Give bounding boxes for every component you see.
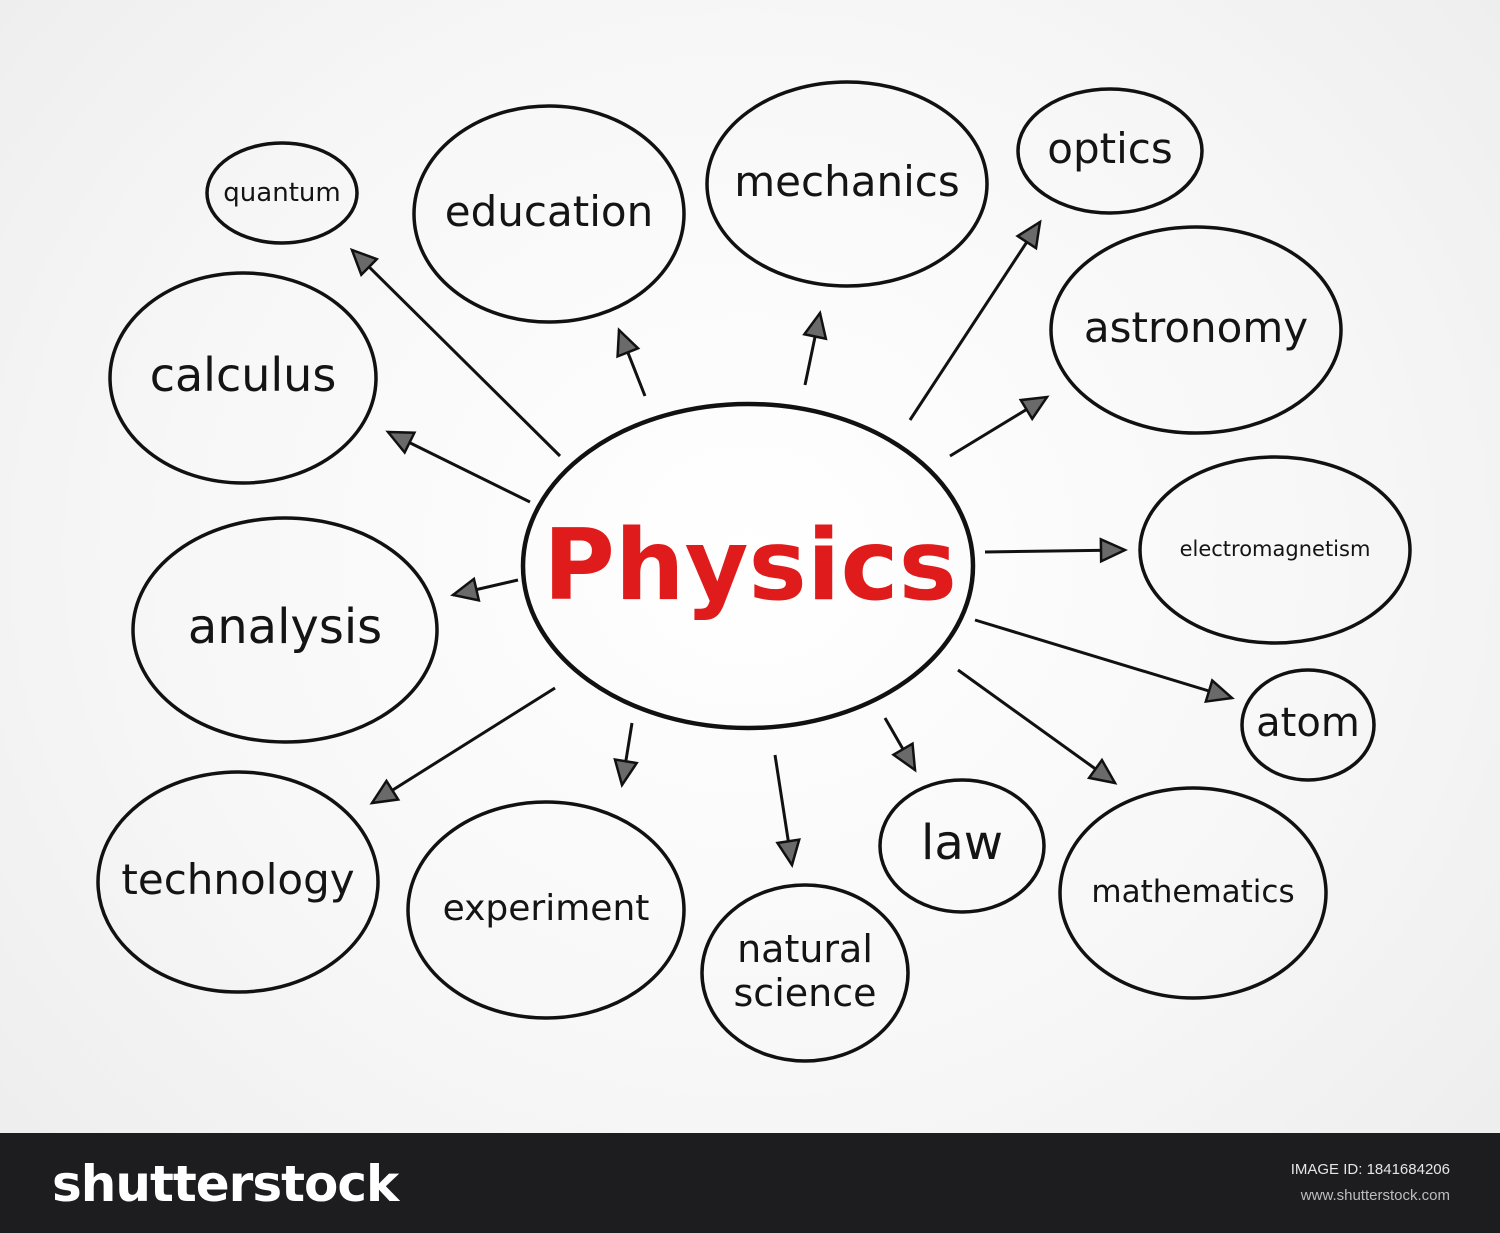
node-ellipse-education xyxy=(412,104,686,324)
node-label-calculus: calculus xyxy=(150,348,337,402)
node-ellipse-analysis xyxy=(131,516,439,744)
node-law: law xyxy=(878,778,1046,914)
node-ellipse-natural-science xyxy=(700,883,910,1063)
node-optics: optics xyxy=(1016,87,1204,215)
node-analysis: analysis xyxy=(131,516,439,744)
node-education: education xyxy=(412,104,686,324)
node-ellipse-mechanics xyxy=(705,80,989,288)
node-label-atom: atom xyxy=(1256,700,1360,746)
node-label-mathematics: mathematics xyxy=(1091,874,1294,910)
arrow-line-optics xyxy=(908,221,1042,421)
node-ellipse-optics xyxy=(1016,87,1204,215)
arrow-head-calculus xyxy=(385,430,417,455)
image-id-value: 1841684206 xyxy=(1366,1161,1450,1178)
arrow-head-education xyxy=(616,327,641,359)
node-mathematics: mathematics xyxy=(1058,786,1328,1000)
arrow-head-optics xyxy=(1015,219,1042,251)
node-ellipse-quantum xyxy=(205,141,359,245)
arrow-head-mechanics xyxy=(802,310,828,341)
node-ellipse-law xyxy=(878,778,1046,914)
arrow-head-experiment xyxy=(613,758,639,788)
brand-logo: shutterstock xyxy=(52,1155,399,1213)
central-topic-label: Physics xyxy=(543,509,957,623)
arrow-head-mathematics xyxy=(1086,757,1118,785)
central-ellipse xyxy=(520,401,976,731)
arrow-line-atom xyxy=(974,618,1233,700)
node-label-experiment: experiment xyxy=(443,888,650,929)
node-ellipse-experiment xyxy=(406,800,686,1020)
node-ellipse-mathematics xyxy=(1058,786,1328,1000)
arrow-head-natural-science xyxy=(775,838,801,868)
node-electromagnetism: electromagnetism xyxy=(1138,455,1412,645)
site-url: www.shutterstock.com xyxy=(1300,1187,1450,1204)
node-label-education: education xyxy=(445,187,653,236)
mind-map-diagram: quantum education mechanics optics calculus a… xyxy=(96,80,1412,1063)
node-label-analysis: analysis xyxy=(188,599,382,655)
node-quantum: quantum xyxy=(205,141,359,245)
arrow-line-mathematics xyxy=(957,668,1116,785)
arrow-line-calculus xyxy=(387,430,531,504)
connector-arrows xyxy=(349,219,1235,868)
node-label-mechanics: mechanics xyxy=(734,157,959,206)
arrow-head-atom xyxy=(1204,678,1235,704)
node-label-quantum: quantum xyxy=(223,178,340,208)
node-calculus: calculus xyxy=(108,271,378,485)
arrow-head-law xyxy=(891,741,917,773)
arrow-line-quantum xyxy=(350,248,562,458)
node-technology: technology xyxy=(96,770,380,994)
node-ellipse-astronomy xyxy=(1049,225,1343,435)
central-node: Physics xyxy=(520,401,976,731)
node-astronomy: astronomy xyxy=(1049,225,1343,435)
image-id-label: IMAGE ID: xyxy=(1290,1161,1363,1178)
arrow-head-analysis xyxy=(450,576,481,602)
node-label-astronomy: astronomy xyxy=(1084,303,1308,352)
node-ellipse-calculus xyxy=(108,271,378,485)
node-ellipse-technology xyxy=(96,770,380,994)
image-id: IMAGE ID: 1841684206 xyxy=(1291,1161,1450,1178)
node-label-law: law xyxy=(921,815,1003,871)
node-label-optics: optics xyxy=(1047,124,1172,173)
stock-footer-bar: shutterstock IMAGE ID: 1841684206 www.sh… xyxy=(0,1133,1500,1233)
node-atom: atom xyxy=(1240,668,1376,782)
node-ellipse-electromagnetism xyxy=(1138,455,1412,645)
node-experiment: experiment xyxy=(406,800,686,1020)
node-ellipse-atom xyxy=(1240,668,1376,782)
arrow-head-quantum xyxy=(349,247,380,277)
arrow-head-astronomy xyxy=(1018,395,1050,422)
arrow-head-electromagnetism xyxy=(1099,537,1128,564)
topic-nodes: quantum education mechanics optics calculus a… xyxy=(96,80,1412,1063)
node-mechanics: mechanics xyxy=(705,80,989,288)
arrow-line-technology xyxy=(371,686,556,805)
arrow-head-technology xyxy=(369,778,401,805)
node-label-technology: technology xyxy=(121,855,354,904)
node-label-electromagnetism: electromagnetism xyxy=(1180,537,1371,561)
